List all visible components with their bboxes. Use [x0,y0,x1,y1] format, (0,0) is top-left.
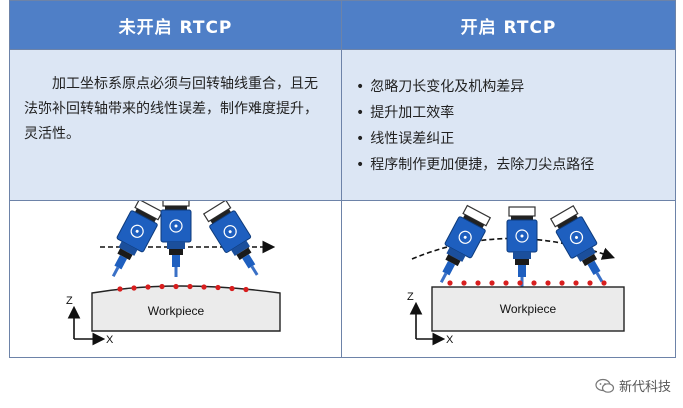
column-divider [341,1,342,357]
header-rtcp-on: 开启 RTCP [342,1,675,49]
cell-rtcp-off-text: 加工坐标系原点必须与回转轴线重合，且无法弥补回转轴带来的线性误差，制作难度提升，… [10,50,341,200]
x-axis-label: X [106,334,114,346]
rtcp-off-diagram: Workpiece Z X [66,196,281,346]
benefit-item: 提升加工效率 [356,100,594,126]
rtcp-off-description: 加工坐标系原点必须与回转轴线重合，且无法弥补回转轴带来的线性误差，制作难度提升，… [24,76,318,142]
rtcp-on-benefits: 忽略刀长变化及机构差异 提升加工效率 线性误差纠正 程序制作更加便捷，去除刀尖点… [356,74,594,178]
watermark: 新代科技 [595,376,671,395]
benefit-item: 忽略刀长变化及机构差异 [356,74,594,100]
contact-points [447,280,607,286]
x-axis-label: X [446,334,454,346]
cell-rtcp-on-diagram: Workpiece Z X [342,201,675,357]
tool-head-icon [201,198,271,284]
tool-head-icon [506,206,538,288]
z-axis-label: Z [66,295,73,307]
workpiece-label: Workpiece [148,304,205,318]
workpiece-label: Workpiece [500,302,557,316]
tool-head-icon [99,198,165,284]
wechat-icon [595,378,615,393]
header-rtcp-off: 未开启 RTCP [10,1,341,49]
row-divider [10,200,675,201]
rtcp-on-diagram: Workpiece Z X [407,204,625,346]
z-axis-label: Z [407,291,414,303]
benefit-item: 线性误差纠正 [356,126,594,152]
cell-rtcp-off-diagram: Workpiece Z X [10,196,341,357]
contact-points [117,283,249,293]
watermark-text: 新代科技 [618,380,671,395]
row-divider [10,49,675,50]
tool-head-icon [427,204,493,290]
comparison-table: 未开启 RTCP 开启 RTCP 加工坐标系原点必须与回转轴线重合，且无法弥补回… [9,0,676,358]
workpiece-shape [431,286,625,332]
tool-head-icon [548,204,616,290]
tool-head-icon [160,196,192,278]
cell-rtcp-on-text: 忽略刀长变化及机构差异 提升加工效率 线性误差纠正 程序制作更加便捷，去除刀尖点… [342,50,675,200]
benefit-item: 程序制作更加便捷，去除刀尖点路径 [356,152,594,178]
